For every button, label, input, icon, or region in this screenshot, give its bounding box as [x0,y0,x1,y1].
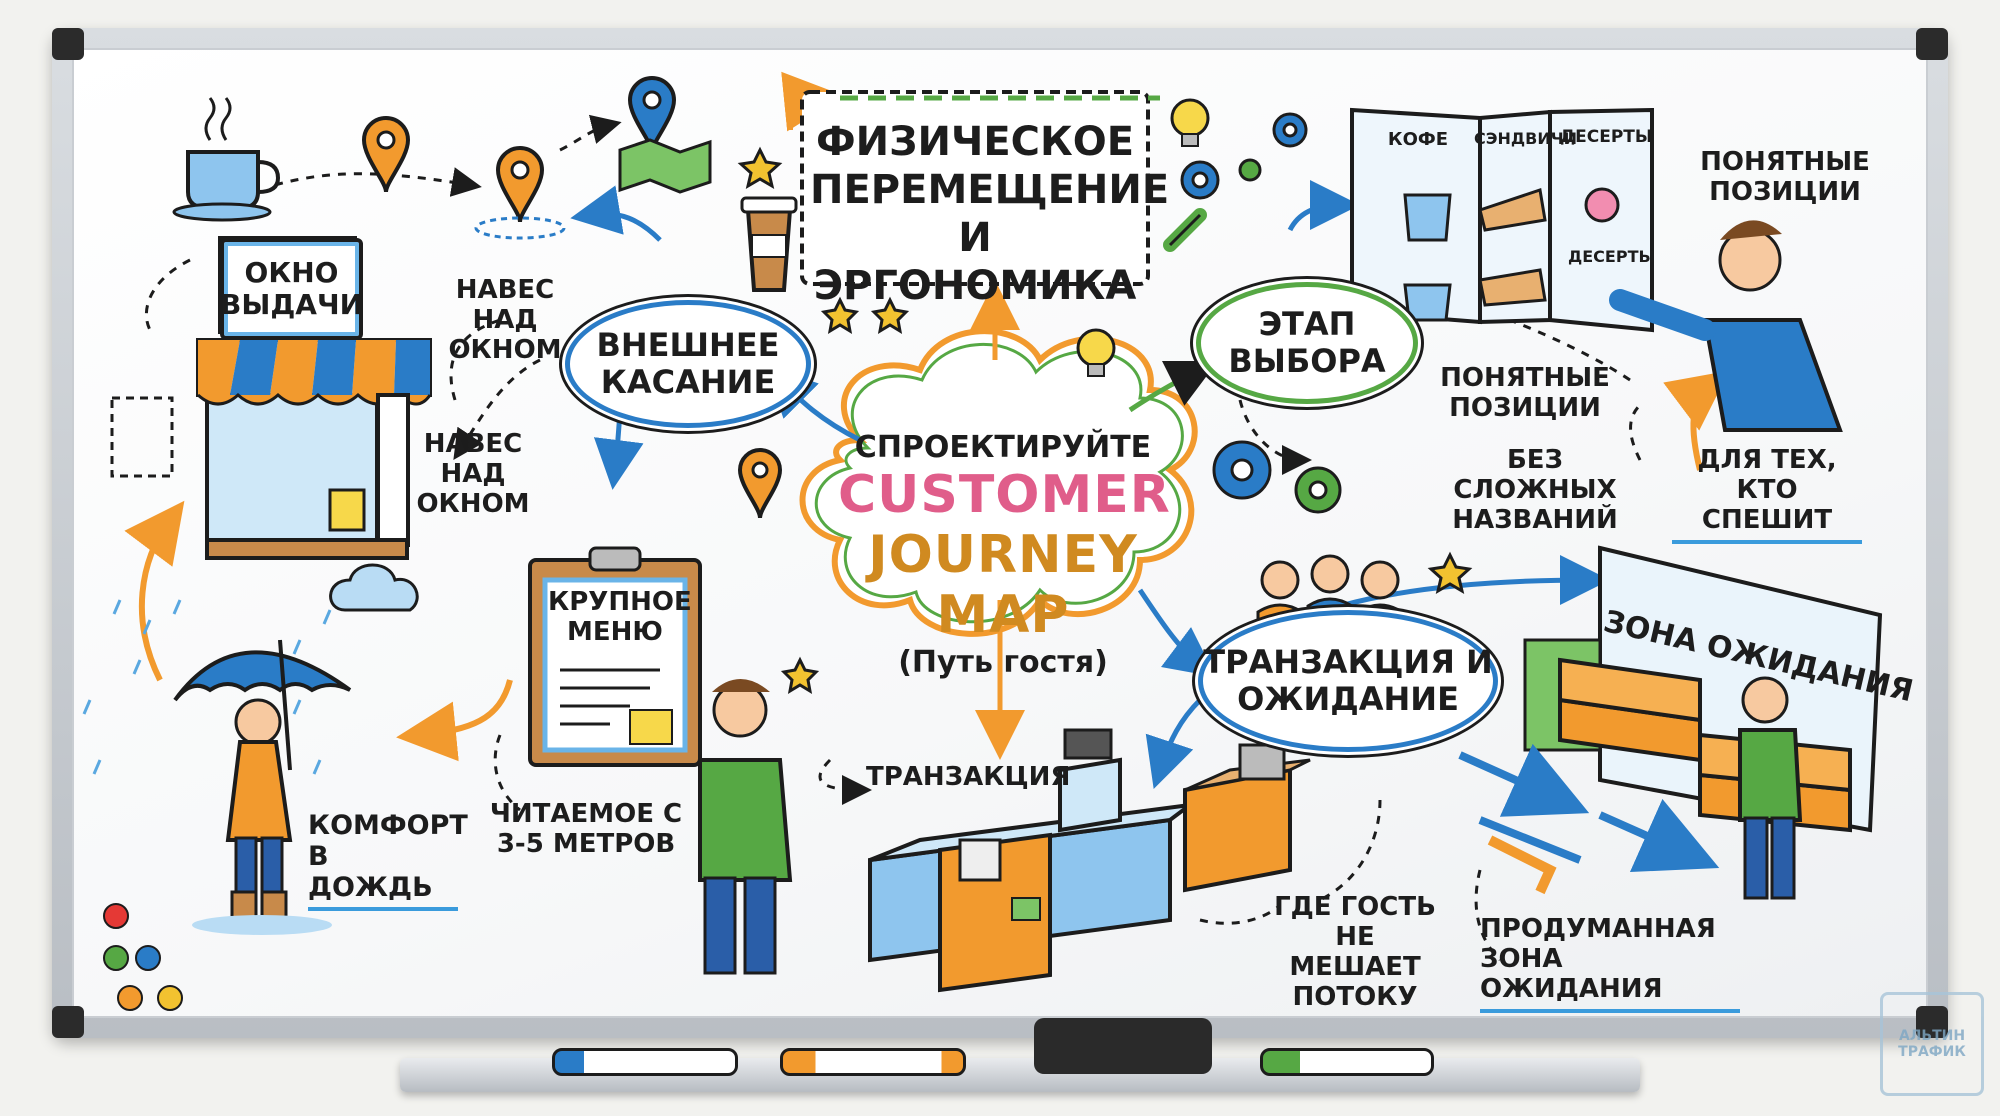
node-transaction-waiting[interactable]: ТРАНЗАКЦИЯ И ОЖИДАНИЕ [1198,610,1498,752]
eraser[interactable] [1034,1018,1212,1074]
menu-col-sandwiches: СЭНДВИЧИ [1474,129,1578,148]
top-heading: ФИЗИЧЕСКОЕ ПЕРЕМЕЩЕНИЕ И ЭРГОНОМИКА [810,119,1170,309]
arrow-to-counter [1145,698,1202,789]
menu-col-coffee: КОФЕ [1387,129,1449,150]
label-transaction: ТРАНЗАКЦИЯ [866,762,1071,792]
center-title: СПРОЕКТИРУЙТЕ CUSTOMER JOURNEY MAP (Путь… [838,430,1171,680]
person-reading [698,679,793,975]
menu-desserts-sub: ДЕСЕРТЫ [1568,247,1656,266]
person-umbrella [173,639,352,935]
frame-corner [52,28,84,60]
menu-clipboard [528,546,702,767]
watermark-logo: АЛЬТИН ТРАФИК [1880,992,1984,1096]
label-no-block: ГДЕ ГОСТЬ НЕ МЕШАЕТ ПОТОКУ [1274,892,1436,1012]
center-line2: CUSTOMER [838,465,1171,525]
label-clear-items: ПОНЯТНЫЕ ПОЗИЦИИ [1440,363,1610,423]
center-line4: (Путь гостя) [898,645,1108,680]
label-no-complex: БЕЗ СЛОЖНЫХ НАЗВАНИЙ [1452,445,1618,535]
arrow-to-transaction [1137,588,1216,678]
orange-marker[interactable] [780,1048,966,1076]
frame-corner [1916,1006,1948,1038]
node-choice-stage[interactable]: ЭТАП ВЫБОРА [1196,282,1418,404]
label-for-hurry: ДЛЯ ТЕХ, КТО СПЕШИТ [1672,445,1862,544]
label-readable: ЧИТАЕМОЕ С 3-5 МЕТРОВ [489,799,683,859]
center-line3: JOURNEY MAP [868,525,1138,645]
node-external-touch[interactable]: ВНЕШНЕЕ КАСАНИЕ [565,300,811,428]
center-line1: СПРОЕКТИРУЙТЕ [854,430,1152,465]
label-canopy-2: НАВЕС НАД ОКНОМ [416,429,530,519]
arrow-external-to-map [570,185,662,242]
green-marker[interactable] [1260,1048,1434,1076]
coffee-cup-illustration [172,97,281,222]
arrow-to-choice [1128,361,1218,413]
waiting-zone [1523,545,1883,900]
label-rain-comfort: КОМФОРТ В ДОЖДЬ [308,810,468,912]
label-clear-items-top: ПОНЯТНЫЕ ПОЗИЦИИ [1700,147,1870,207]
frame-corner [52,1006,84,1038]
kiosk-illustration [196,338,432,560]
label-thoughtful-zone: ПРОДУМАННАЯ ЗОНА ОЖИДАНИЯ [1480,914,1740,1013]
label-canopy-1: НАВЕС НАД ОКНОМ [448,275,562,365]
frame-corner [1916,28,1948,60]
center-cloud [799,328,1198,637]
arrow-to-menu-board [1287,180,1360,232]
window-sign: ОКНО ВЫДАЧИ [220,238,363,340]
blue-marker[interactable] [552,1048,738,1076]
label-big-menu: КРУПНОЕ МЕНЮ [548,587,692,647]
menu-col-desserts: ДЕСЕРТЫ [1560,127,1653,147]
person-pointing [1609,220,1843,432]
menu-board [1350,107,1654,333]
